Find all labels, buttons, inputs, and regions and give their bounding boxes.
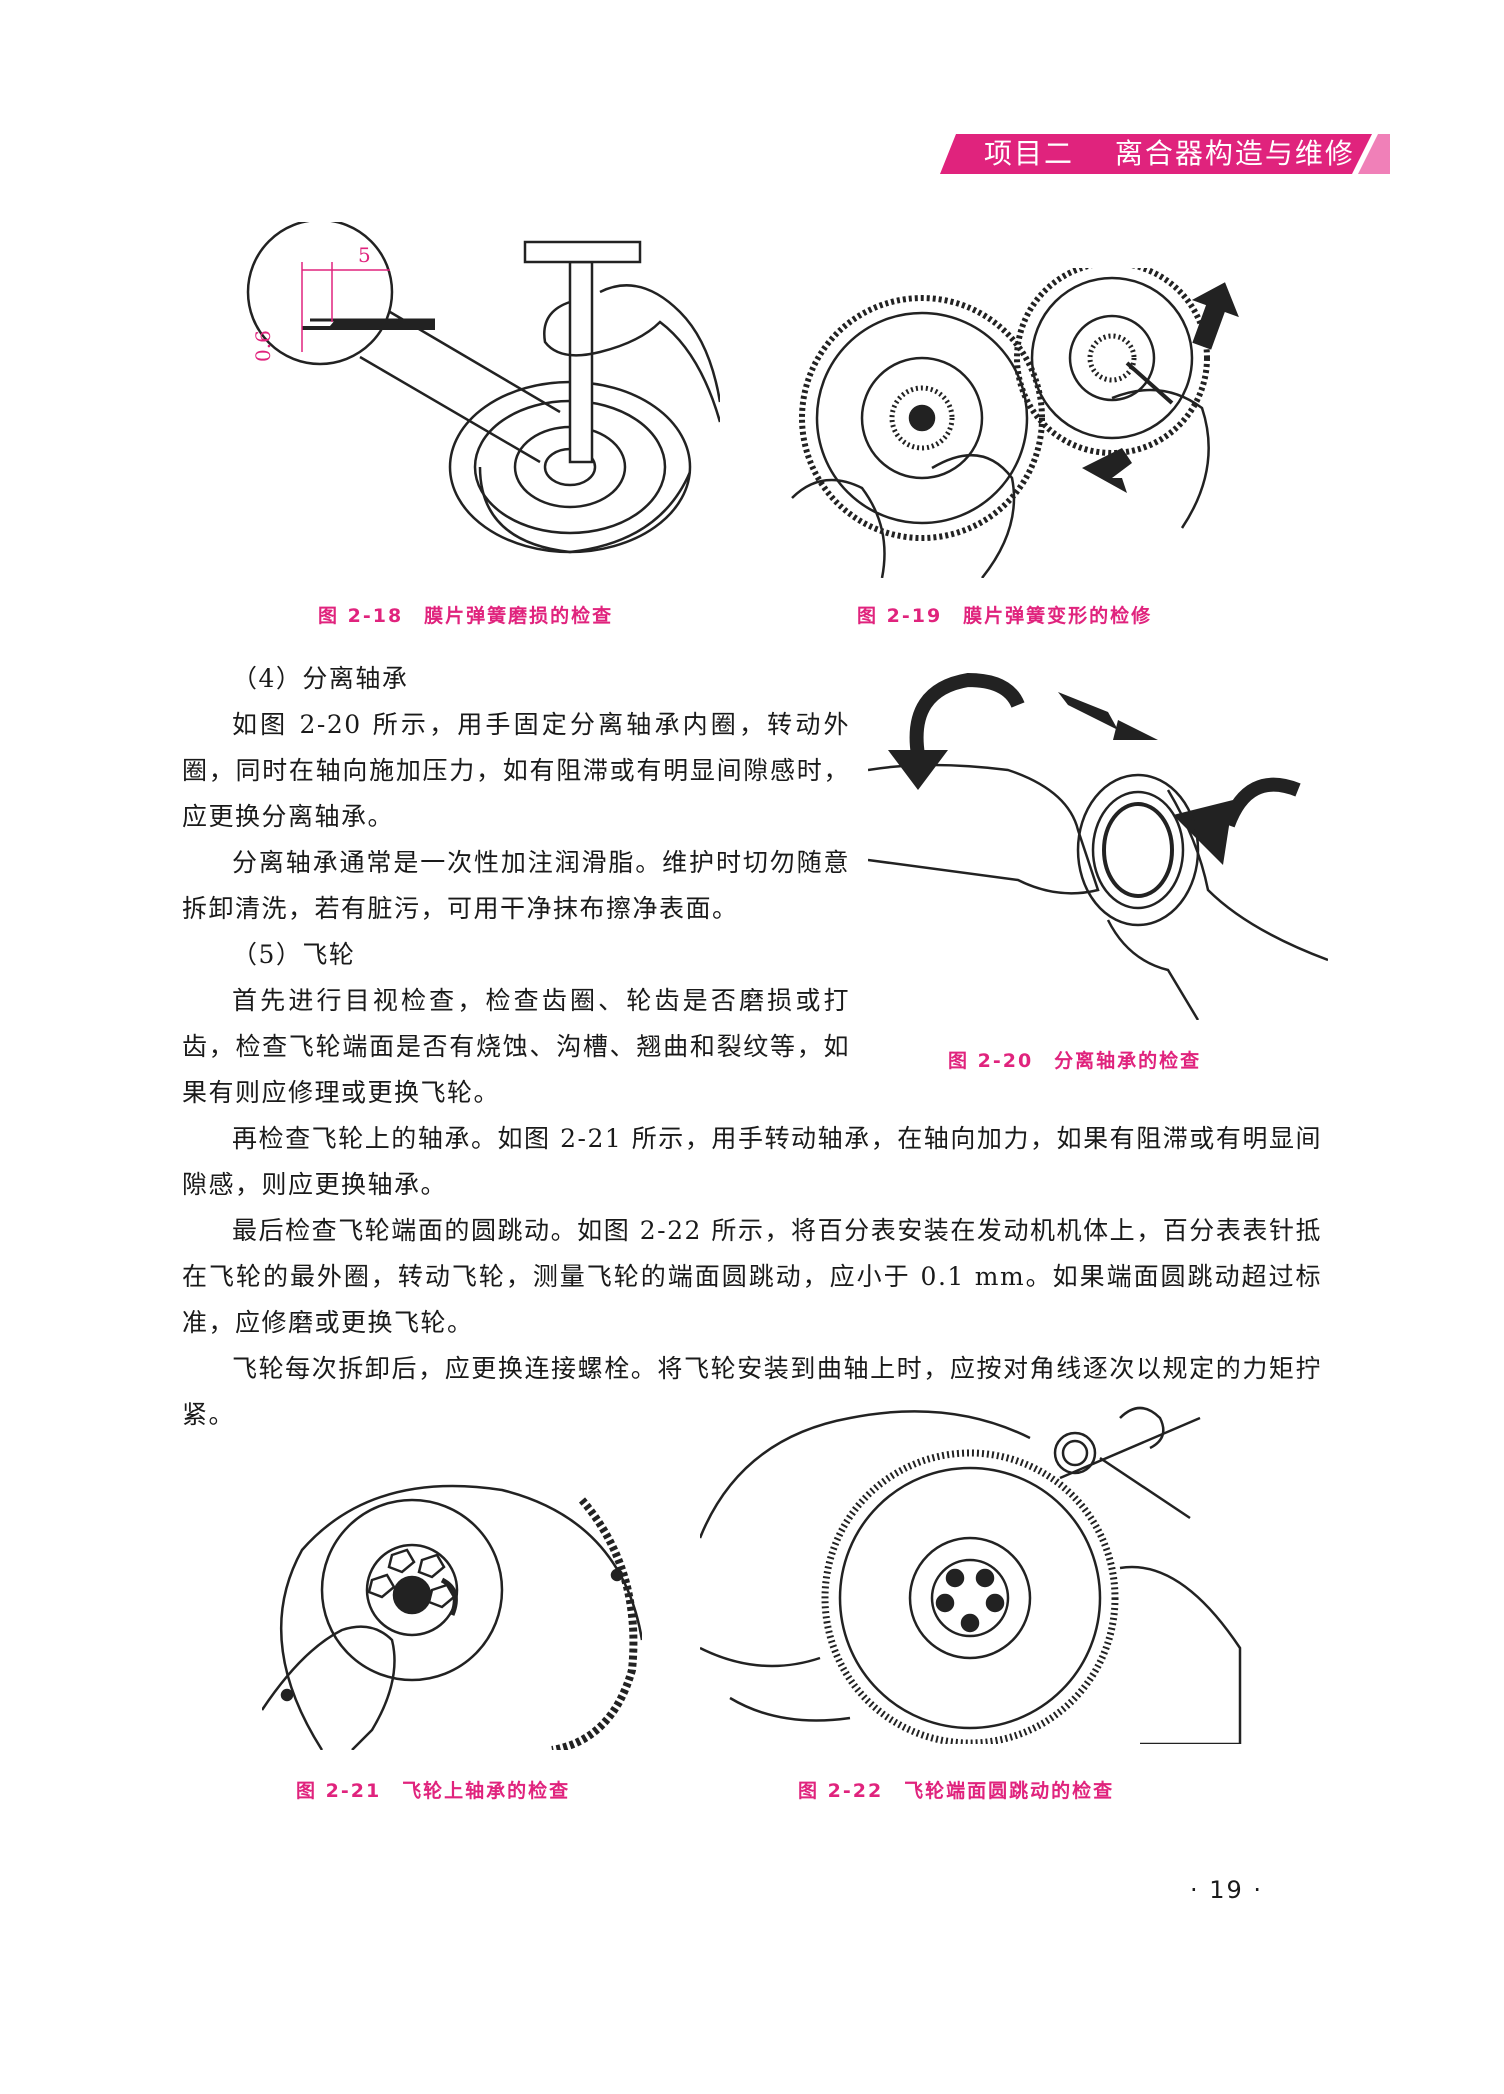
header-band — [940, 134, 1390, 174]
paragraph-flywheel-bolts: 飞轮每次拆卸后，应更换连接螺栓。将飞轮安装到曲轴上时，应按对角线逐次以规定的力矩… — [182, 1354, 1322, 1429]
dimension-depth-label: 0.6 — [251, 330, 275, 362]
figure-2-19-drawing — [791, 268, 1239, 578]
figure-2-18-caption: 图 2-18 膜片弹簧磨损的检查 — [318, 605, 614, 627]
figure-2-20-caption: 图 2-20 分离轴承的检查 — [948, 1050, 1202, 1072]
header-title: 项目二 离合器构造与维修 — [984, 134, 1355, 174]
paragraph-flywheel-heading: （5）飞轮 — [232, 940, 356, 969]
header-chapter-title: 离合器构造与维修 — [1114, 137, 1355, 170]
figure-2-21-caption: 图 2-21 飞轮上轴承的检查 — [296, 1780, 571, 1802]
figure-2-22 — [700, 1398, 1246, 1744]
paragraph-release-bearing-lubrication: 分离轴承通常是一次性加注润滑脂。维护时切勿随意拆卸清洗，若有脏污，可用干净抹布擦… — [182, 848, 850, 923]
figure-2-20-drawing — [868, 672, 1328, 1020]
figure-2-20 — [868, 660, 1328, 1020]
figure-2-19 — [782, 268, 1242, 578]
paragraph-flywheel-visual-check: 首先进行目视检查，检查齿圈、轮齿是否磨损或打齿，检查飞轮端面是否有烧蚀、沟槽、翘… — [182, 986, 850, 1107]
figure-2-19-caption: 图 2-19 膜片弹簧变形的检修 — [857, 605, 1153, 627]
figure-2-18: 5 0.6 — [240, 222, 720, 572]
dimension-width-label: 5 — [358, 243, 371, 267]
paragraph-flywheel-runout-check: 最后检查飞轮端面的圆跳动。如图 2-22 所示，将百分表安装在发动机机体上，百分… — [182, 1216, 1322, 1337]
paragraph-flywheel-bearing-check: 再检查飞轮上的轴承。如图 2-21 所示，用手转动轴承，在轴向加力，如果有阻滞或… — [182, 1124, 1322, 1199]
figure-2-21 — [262, 1480, 642, 1750]
figure-2-18-drawing: 5 0.6 — [246, 222, 720, 554]
paragraph-release-bearing-check: 如图 2-20 所示，用手固定分离轴承内圈，转动外圈，同时在轴向施加压力，如有阻… — [182, 710, 850, 831]
header-section: 项目二 — [984, 137, 1075, 170]
paragraph-release-bearing-heading: （4）分离轴承 — [232, 664, 409, 693]
header-band-shape — [940, 134, 1390, 174]
figure-2-22-caption: 图 2-22 飞轮端面圆跳动的检查 — [798, 1780, 1115, 1802]
figure-2-21-drawing — [262, 1484, 642, 1750]
figure-2-22-drawing — [700, 1406, 1242, 1744]
page-number: · 19 · — [1190, 1876, 1264, 1904]
